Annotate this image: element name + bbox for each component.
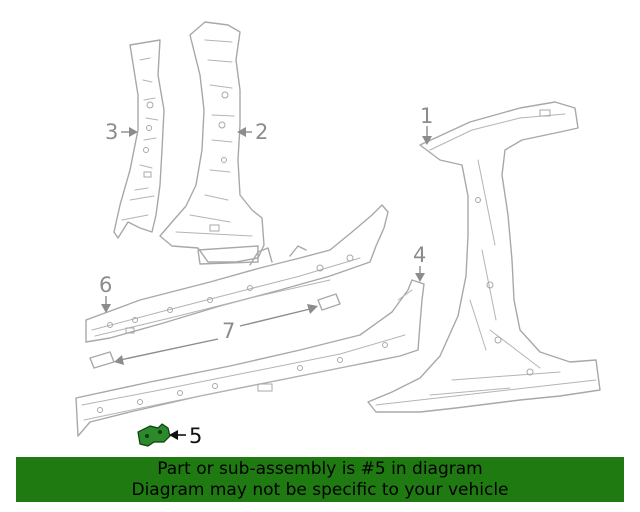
callout-5: 5 [169,424,202,448]
callout-6: 6 [99,273,112,313]
callout-4-label: 4 [413,243,426,267]
banner-line-1: Part or sub-assembly is #5 in diagram [157,458,483,479]
part-7-insert-rear [89,351,115,369]
banner-line-2: Diagram may not be specific to your vehi… [131,479,509,500]
callout-2: 2 [237,120,268,144]
info-banner: Part or sub-assembly is #5 in diagram Di… [16,457,624,502]
part-6-inner-rocker [85,204,389,343]
parts-diagram: 1 2 3 4 5 6 7 [75,21,601,448]
callout-3-label: 3 [105,120,118,144]
callout-3: 3 [105,120,138,144]
callout-6-label: 6 [99,273,112,297]
callout-1-label: 1 [420,104,433,128]
callout-2-label: 2 [255,120,268,144]
callout-1: 1 [420,104,433,145]
part-3-pillar-reinforcement [113,39,165,239]
part-1-side-pillar-assembly [367,101,601,413]
callout-7-label: 7 [222,319,235,343]
callout-7: 7 [114,304,318,365]
part-7-insert-front [317,293,341,311]
callout-5-label: 5 [189,424,202,448]
part-4-outer-rocker [75,279,425,437]
part-2-b-pillar [159,21,265,265]
callout-4: 4 [413,243,426,282]
part-5-bracket [137,423,171,447]
